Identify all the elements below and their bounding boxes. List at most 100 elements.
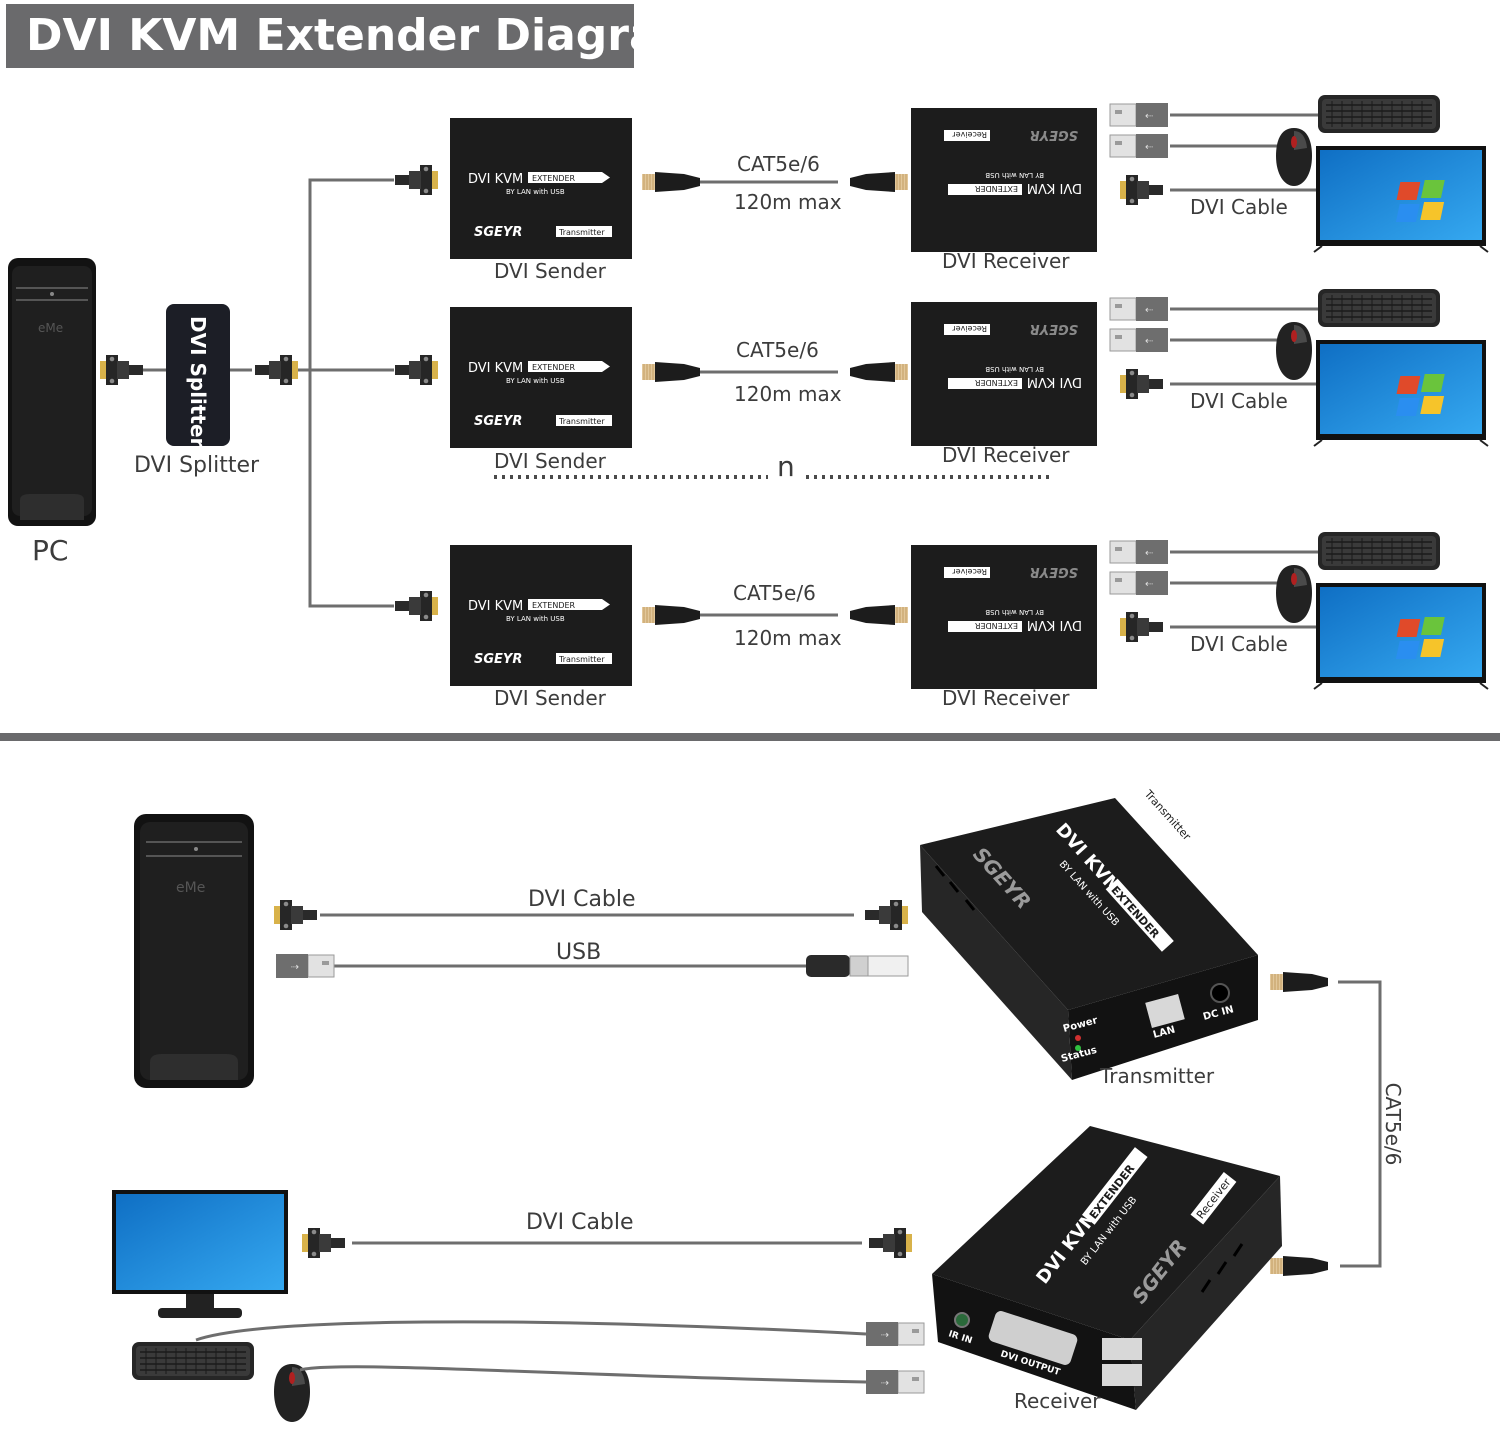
transmitter-device: DVI KVM EXTENDER BY LAN with USB Transmi…	[920, 784, 1258, 1080]
svg-text:DVI KVM: DVI KVM	[1027, 180, 1082, 195]
dvi-connector-bottom-tx	[865, 900, 908, 930]
dvi-connector-bottom-monitor	[302, 1228, 345, 1258]
rj45-sender-1	[641, 171, 701, 193]
dvi-connector-r1	[1120, 175, 1163, 205]
rj45-bottom-rx	[1269, 1255, 1329, 1277]
dvi-sender-3: DVI KVM EXTENDER BY LAN with USB SGEYR T…	[450, 545, 632, 686]
svg-text:SGEYR: SGEYR	[1030, 127, 1078, 142]
monitor-3	[1313, 582, 1489, 690]
svg-text:Transmitter: Transmitter	[558, 228, 605, 237]
svg-text:SGEYR: SGEYR	[1030, 321, 1078, 336]
svg-text:Transmitter: Transmitter	[558, 655, 605, 664]
rj45-sender-3	[641, 604, 701, 626]
top-rows	[494, 113, 1318, 629]
svg-text:EXTENDER: EXTENDER	[974, 184, 1018, 193]
dvi-connector-bottom-rx	[869, 1228, 912, 1258]
usb-plug-r3-mouse	[1109, 570, 1169, 596]
dvi-connector-r3	[1120, 612, 1163, 642]
dvi-splitter-device	[166, 304, 230, 446]
distance-1: 120m max	[734, 190, 842, 214]
dvi-sender-1: DVI KVM EXTENDER BY LAN with USB SGEYR T…	[450, 118, 632, 259]
svg-text:Receiver: Receiver	[952, 130, 987, 139]
bottom-cat-cable-label: CAT5e/6	[1381, 1082, 1405, 1166]
receiver-device: DVI KVM EXTENDER BY LAN with USB SGEYR R…	[932, 1126, 1282, 1410]
svg-text:BY LAN with USB: BY LAN with USB	[985, 608, 1044, 616]
receiver-label-3: DVI Receiver	[942, 686, 1070, 710]
svg-text:EXTENDER: EXTENDER	[532, 363, 576, 372]
receiver-label-1: DVI Receiver	[942, 249, 1070, 273]
svg-text:DVI KVM: DVI KVM	[468, 599, 523, 614]
svg-text:SGEYR: SGEYR	[474, 652, 522, 667]
distance-3: 120m max	[734, 626, 842, 650]
splitter-label: DVI Splitter	[134, 453, 260, 478]
svg-text:BY LAN with USB: BY LAN with USB	[985, 365, 1044, 373]
keyboard-3	[1317, 531, 1441, 571]
usb-plug-bottom-mouse	[865, 1369, 925, 1395]
dvi-connector-sender-3	[395, 591, 438, 621]
dvi-sender-2: DVI KVM EXTENDER BY LAN with USB SGEYR T…	[450, 307, 632, 448]
rj45-receiver-2	[849, 361, 909, 383]
rj45-sender-2	[641, 361, 701, 383]
dvi-connector-r2	[1120, 369, 1163, 399]
bottom-dvi-cable-label-1: DVI Cable	[528, 887, 636, 912]
dvi-receiver-3: DVI KVM EXTENDER BY LAN with USB SGEYR R…	[911, 545, 1097, 689]
svg-text:SGEYR: SGEYR	[474, 225, 522, 240]
monitor-cable-label-1: DVI Cable	[1190, 195, 1288, 219]
svg-text:DVI KVM: DVI KVM	[1027, 374, 1082, 389]
svg-text:EXTENDER: EXTENDER	[974, 378, 1018, 387]
mouse-3	[1276, 565, 1312, 623]
svg-text:EXTENDER: EXTENDER	[974, 621, 1018, 630]
sender-label-1: DVI Sender	[494, 259, 606, 283]
svg-text:BY LAN with USB: BY LAN with USB	[985, 171, 1044, 179]
svg-text:Transmitter: Transmitter	[558, 417, 605, 426]
bottom-usb-label: USB	[556, 940, 602, 965]
title-banner: DVI KVM Extender Diagram	[6, 4, 705, 68]
mouse-bottom	[274, 1364, 310, 1422]
svg-text:SGEYR: SGEYR	[1030, 564, 1078, 579]
mouse-1	[1276, 128, 1312, 186]
svg-text:DVI KVM: DVI KVM	[1027, 617, 1082, 632]
svg-text:EXTENDER: EXTENDER	[532, 174, 576, 183]
dvi-connector-pc	[100, 355, 143, 385]
dvi-connector-sender-2	[395, 355, 438, 385]
keyboard-1	[1317, 94, 1441, 134]
monitor-bottom	[112, 1190, 288, 1318]
usb-plug-r2-mouse	[1109, 327, 1169, 353]
svg-text:BY LAN with USB: BY LAN with USB	[506, 188, 565, 196]
mouse-2	[1276, 322, 1312, 380]
svg-text:Receiver: Receiver	[952, 324, 987, 333]
svg-text:BY LAN with USB: BY LAN with USB	[506, 377, 565, 385]
cable-type-1: CAT5e/6	[737, 152, 820, 176]
bottom-dvi-cable-label-2: DVI Cable	[526, 1210, 634, 1235]
pc-tower-bottom: eMe	[134, 814, 254, 1088]
svg-text:Receiver: Receiver	[952, 567, 987, 576]
cable-type-3: CAT5e/6	[733, 581, 816, 605]
monitor-1	[1313, 145, 1489, 253]
svg-text:DVI KVM: DVI KVM	[468, 361, 523, 376]
svg-text:SGEYR: SGEYR	[474, 414, 522, 429]
distance-2: 120m max	[734, 382, 842, 406]
page-title: DVI KVM Extender Diagram	[26, 10, 705, 61]
pc-brand-mark-bottom: eMe	[176, 880, 205, 896]
n-label: n	[777, 450, 795, 483]
svg-text:Transmitter: Transmitter	[1141, 787, 1194, 843]
monitor-cable-label-2: DVI Cable	[1190, 389, 1288, 413]
monitor-cable-label-3: DVI Cable	[1190, 632, 1288, 656]
rj45-receiver-3	[849, 604, 909, 626]
dvi-connector-splitter-out	[255, 355, 298, 385]
usb-b-plug-bottom-tx	[805, 954, 909, 978]
keyboard-2	[1317, 288, 1441, 328]
dvi-connector-sender-1	[395, 165, 438, 195]
usb-plug-r1-mouse	[1109, 133, 1169, 159]
splitter-device-text: DVI Splitter	[186, 316, 210, 448]
dvi-receiver-2: DVI KVM EXTENDER BY LAN with USB SGEYR R…	[911, 302, 1097, 446]
section-divider	[0, 733, 1500, 741]
dvi-connector-bottom-pc	[274, 900, 317, 930]
svg-text:DVI KVM: DVI KVM	[468, 172, 523, 187]
pc-tower-top: eMe	[8, 258, 96, 526]
rj45-receiver-1	[849, 171, 909, 193]
pc-label: PC	[32, 534, 69, 567]
receiver-label: Receiver	[1014, 1389, 1101, 1413]
